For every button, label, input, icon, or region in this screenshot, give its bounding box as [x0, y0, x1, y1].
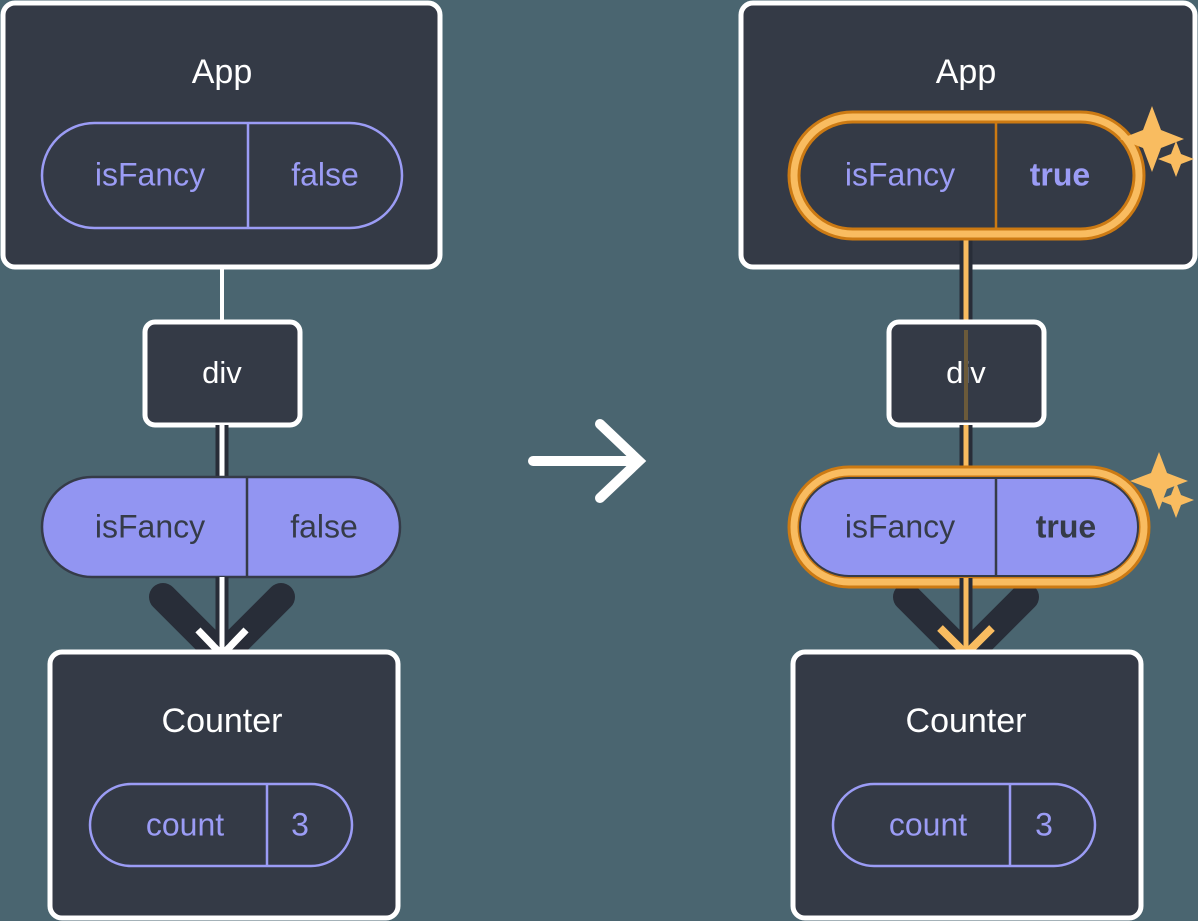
- counter-pill-key-before: count: [146, 806, 224, 842]
- sparkle-small: [1158, 141, 1194, 177]
- div-box-label-before: div: [202, 355, 242, 390]
- app-pill-key-after: isFancy: [845, 156, 955, 192]
- app-box-title-before: App: [192, 53, 253, 91]
- app-box-before[interactable]: [0, 0, 443, 270]
- counter-pill-before[interactable]: count 3: [88, 782, 354, 868]
- pill-outline-shape: [831, 782, 1097, 868]
- sparkle-large: [1130, 452, 1188, 510]
- counter-pill-value-after: 3: [1035, 806, 1053, 842]
- pill-outline-shape: [40, 121, 404, 230]
- pill-highlight-inner-ring: [790, 113, 1143, 238]
- app-pill-value-after: true: [1030, 156, 1090, 192]
- counter-box-title-before: Counter: [162, 702, 283, 740]
- pill-outline-shape: [88, 782, 354, 868]
- middle-pill-key-after: isFancy: [845, 508, 955, 544]
- pill-solid-shape: [799, 477, 1139, 577]
- middle-pill-key-before: isFancy: [95, 508, 205, 544]
- app-box-title-after: App: [936, 53, 997, 91]
- middle-pill-value-before: false: [290, 508, 358, 544]
- counter-pill-key-after: count: [889, 806, 967, 842]
- counter-pill-after[interactable]: count 3: [831, 782, 1097, 868]
- transition-right-arrow-icon: [528, 419, 647, 503]
- sparkle-icon-middle-after: [1130, 452, 1194, 518]
- counter-box-title-after: Counter: [906, 702, 1027, 740]
- panel-before: App isFancy false div: [0, 0, 443, 921]
- panel-after: App isFancy true div: [738, 0, 1198, 921]
- middle-pill-after[interactable]: isFancy true: [787, 465, 1151, 589]
- app-pill-after[interactable]: isFancy true: [787, 110, 1146, 241]
- sparkle-icon-app-after: [1120, 106, 1194, 177]
- sparkle-small: [1158, 482, 1194, 518]
- counter-pill-value-before: 3: [291, 806, 309, 842]
- middle-pill-before[interactable]: isFancy false: [40, 475, 402, 579]
- app-pill-before[interactable]: isFancy false: [40, 121, 404, 230]
- app-pill-value-before: false: [291, 156, 359, 192]
- middle-pill-value-after: true: [1036, 508, 1096, 544]
- arrow-head: [595, 419, 647, 503]
- sparkle-large: [1120, 106, 1184, 172]
- app-pill-key-before: isFancy: [95, 156, 205, 192]
